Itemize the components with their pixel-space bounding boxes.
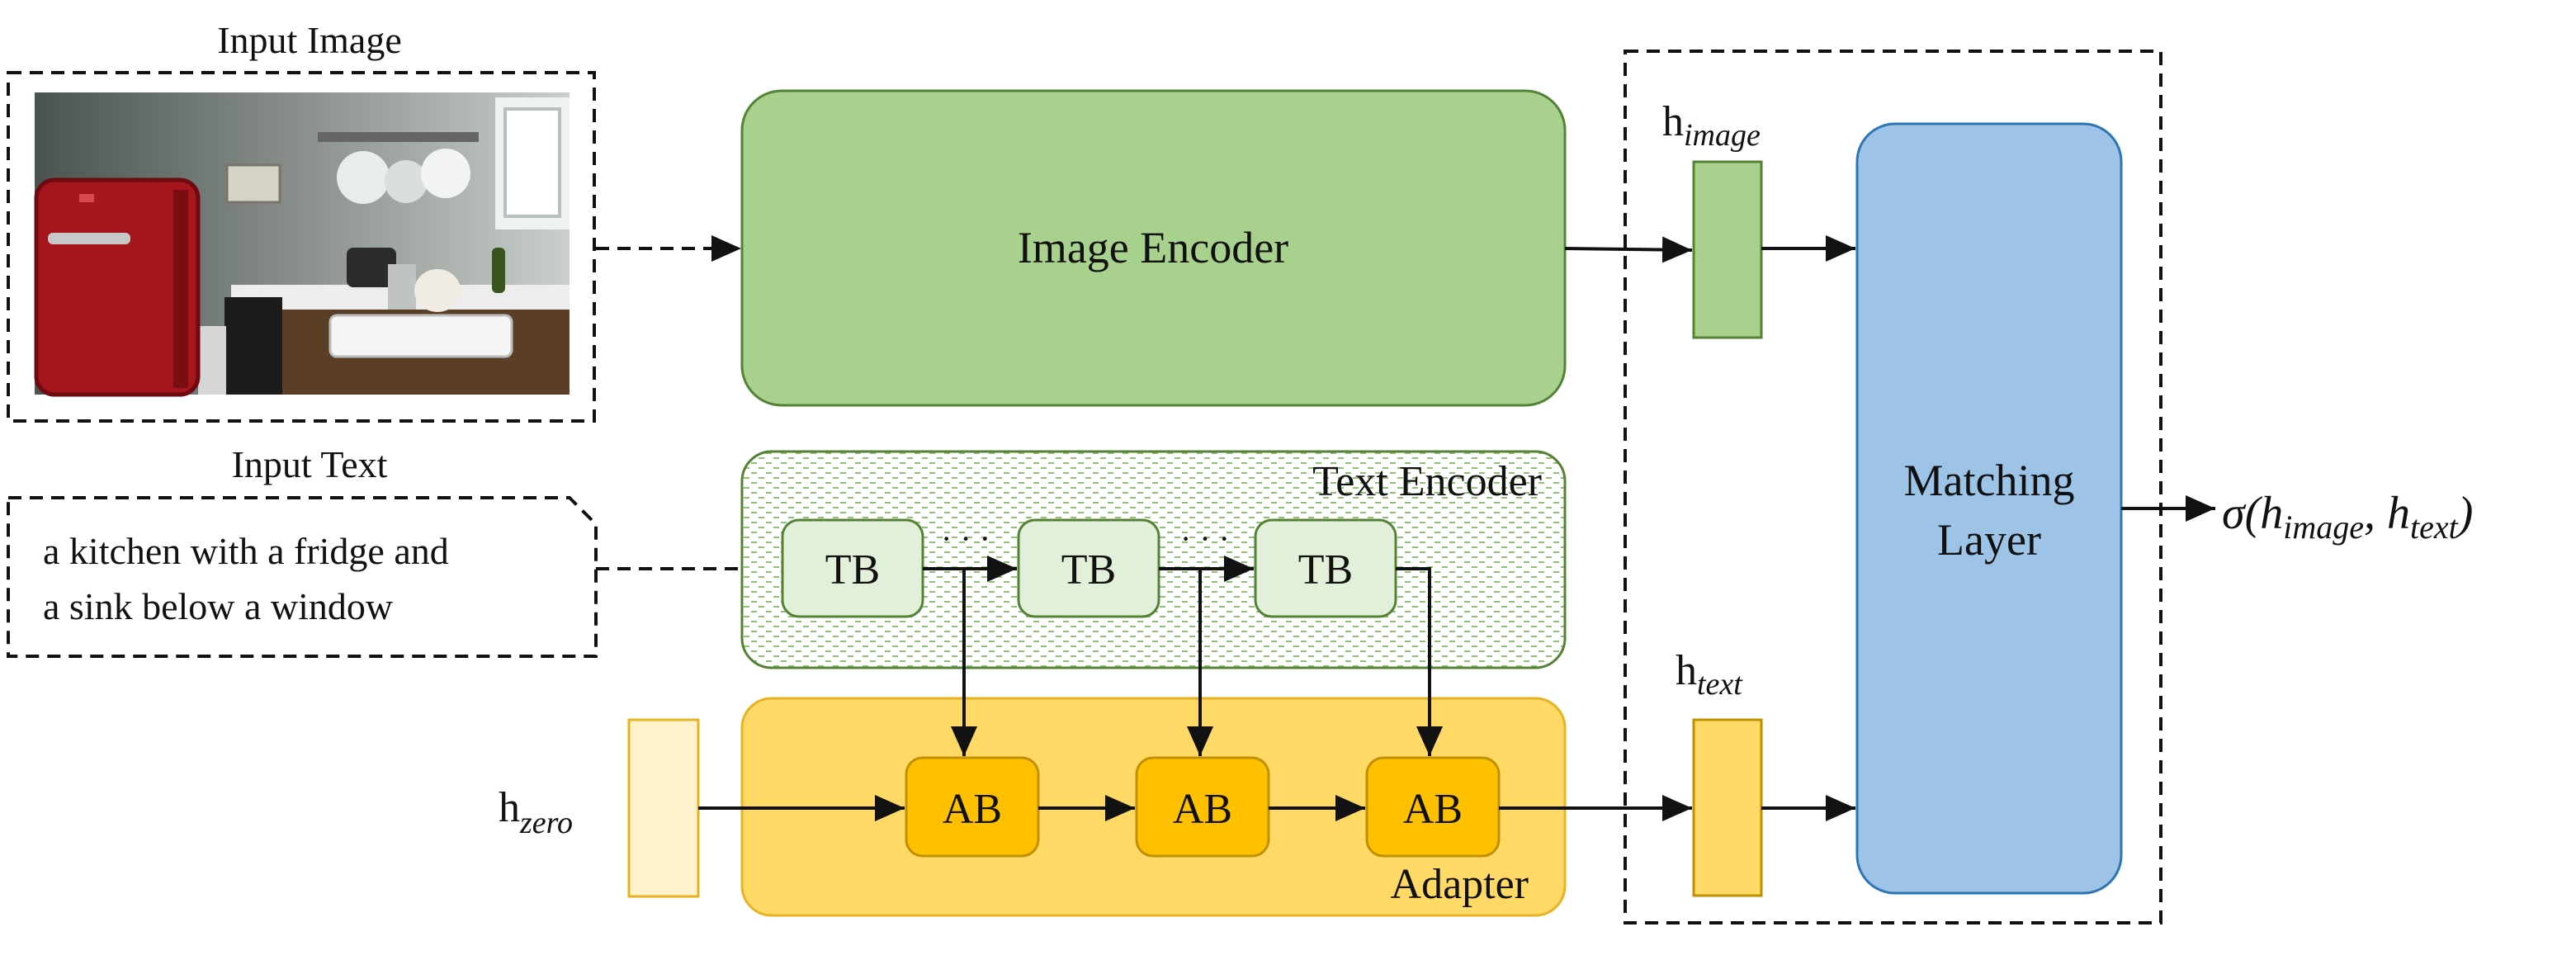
ellipsis-2: · · · (1180, 520, 1230, 557)
tb-block-3-label: TB (1298, 546, 1353, 593)
input-text-label: Input Text (232, 443, 388, 485)
ab-block-1-label: AB (943, 786, 1002, 833)
h-zero-label: hzero (499, 784, 573, 840)
h-text-label: htext (1676, 647, 1743, 702)
text-encoder-label: Text Encoder (1312, 458, 1542, 505)
input-image-frame (7, 71, 596, 423)
h-zero-vector (627, 718, 700, 898)
matching-layer-line2: Layer (1937, 515, 2041, 565)
matching-region-frame (1624, 50, 2162, 925)
h-image-label: himage (1662, 98, 1761, 153)
image-encoder-box (740, 89, 1567, 407)
tb3-to-ab3-arrow (1396, 567, 1443, 756)
image-encoder-label: Image Encoder (1018, 223, 1288, 272)
h-image-vector (1692, 160, 1763, 339)
input-text-line2: a sink below a window (43, 585, 394, 627)
input-text-frame (7, 496, 598, 658)
input-text-line1: a kitchen with a fridge and (43, 530, 449, 572)
output-formula: σ(himage, htext) (2222, 488, 2473, 546)
kitchen-photo (34, 92, 570, 397)
h-text-vector (1692, 718, 1763, 897)
ab-block-3-label: AB (1403, 786, 1463, 833)
matching-layer-box (1855, 122, 2123, 895)
encoder-to-himage-arrow (1564, 236, 1693, 263)
adapter-label: Adapter (1391, 861, 1529, 908)
ab-block-2-label: AB (1173, 786, 1232, 833)
ellipsis-1: · · · (941, 520, 990, 557)
input-image-label: Input Image (217, 19, 402, 61)
matching-layer-line1: Matching (1904, 456, 2075, 505)
tb-block-1-label: TB (825, 546, 880, 593)
tb-block-2-label: TB (1061, 546, 1116, 593)
